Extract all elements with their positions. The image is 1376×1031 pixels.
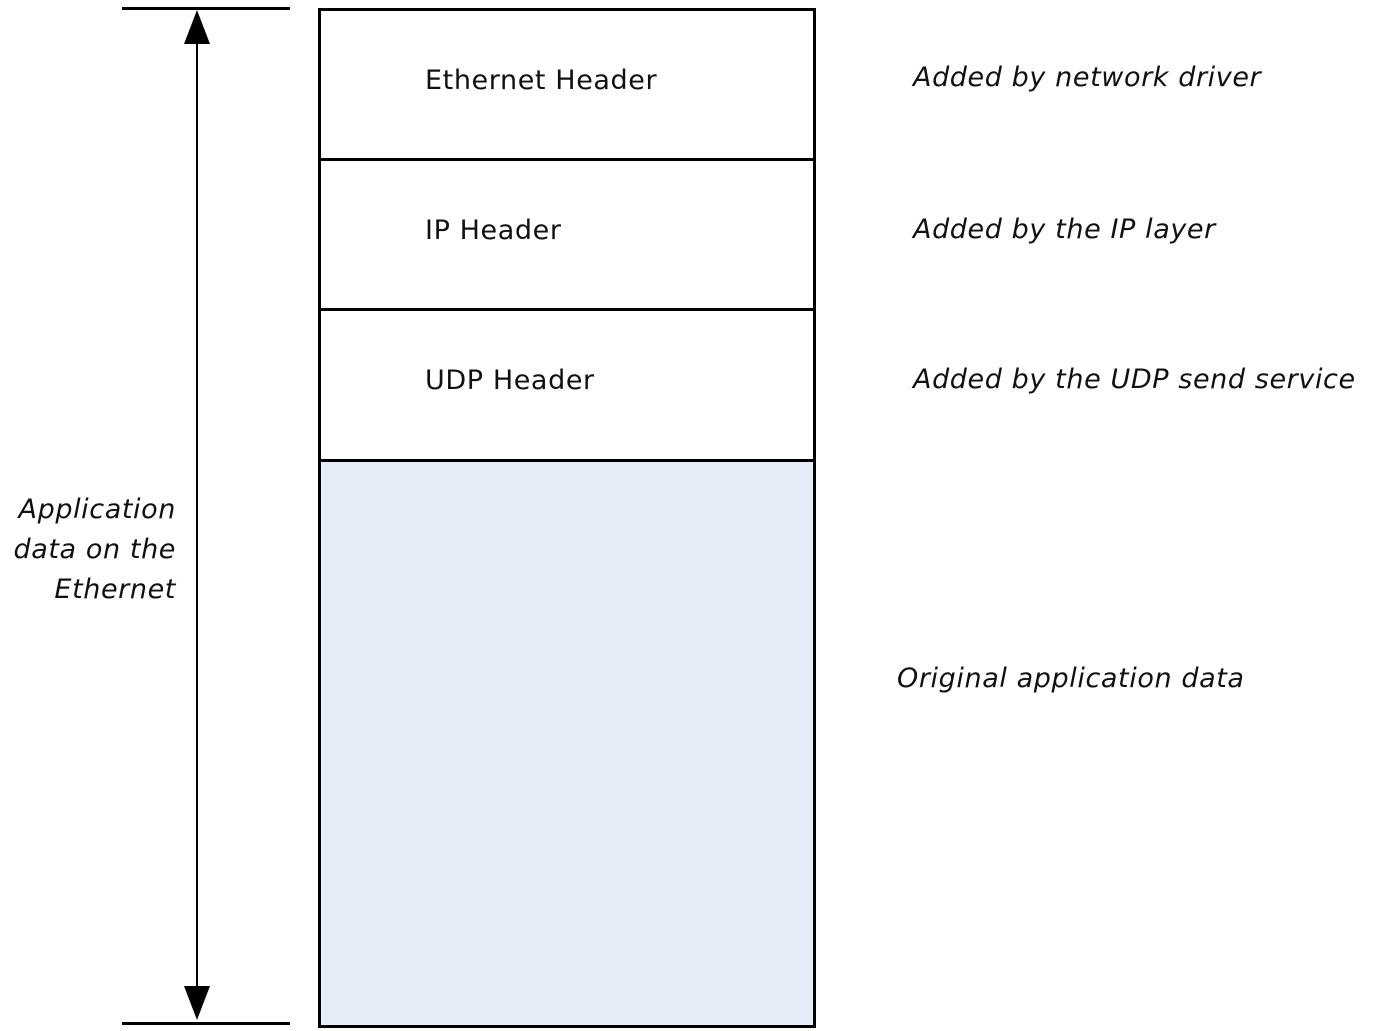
dimension-arrow-head-down (184, 986, 210, 1020)
packet-stack: Ethernet Header IP Header UDP Header (318, 8, 816, 1028)
udp-header-block: UDP Header (321, 311, 813, 462)
udp-header-note: Added by the UDP send service (913, 364, 1356, 395)
dimension-arrow-head-up (184, 10, 210, 44)
span-label-line-2: data on the (13, 534, 176, 565)
span-label-line-1: Application (18, 494, 176, 525)
application-data-block (321, 462, 813, 1025)
span-label-line-3: Ethernet (54, 574, 176, 605)
ethernet-header-block: Ethernet Header (321, 11, 813, 161)
ip-header-note: Added by the IP layer (913, 214, 1216, 245)
dimension-top-tick (122, 7, 290, 10)
ip-header-label: IP Header (425, 215, 562, 246)
application-data-note: Original application data (897, 663, 1245, 694)
ip-header-block: IP Header (321, 161, 813, 311)
ethernet-header-label: Ethernet Header (425, 65, 658, 96)
dimension-bottom-tick (122, 1022, 290, 1025)
span-label: Application data on the Ethernet (13, 490, 176, 610)
ethernet-header-note: Added by network driver (913, 62, 1262, 93)
udp-header-label: UDP Header (425, 365, 595, 396)
